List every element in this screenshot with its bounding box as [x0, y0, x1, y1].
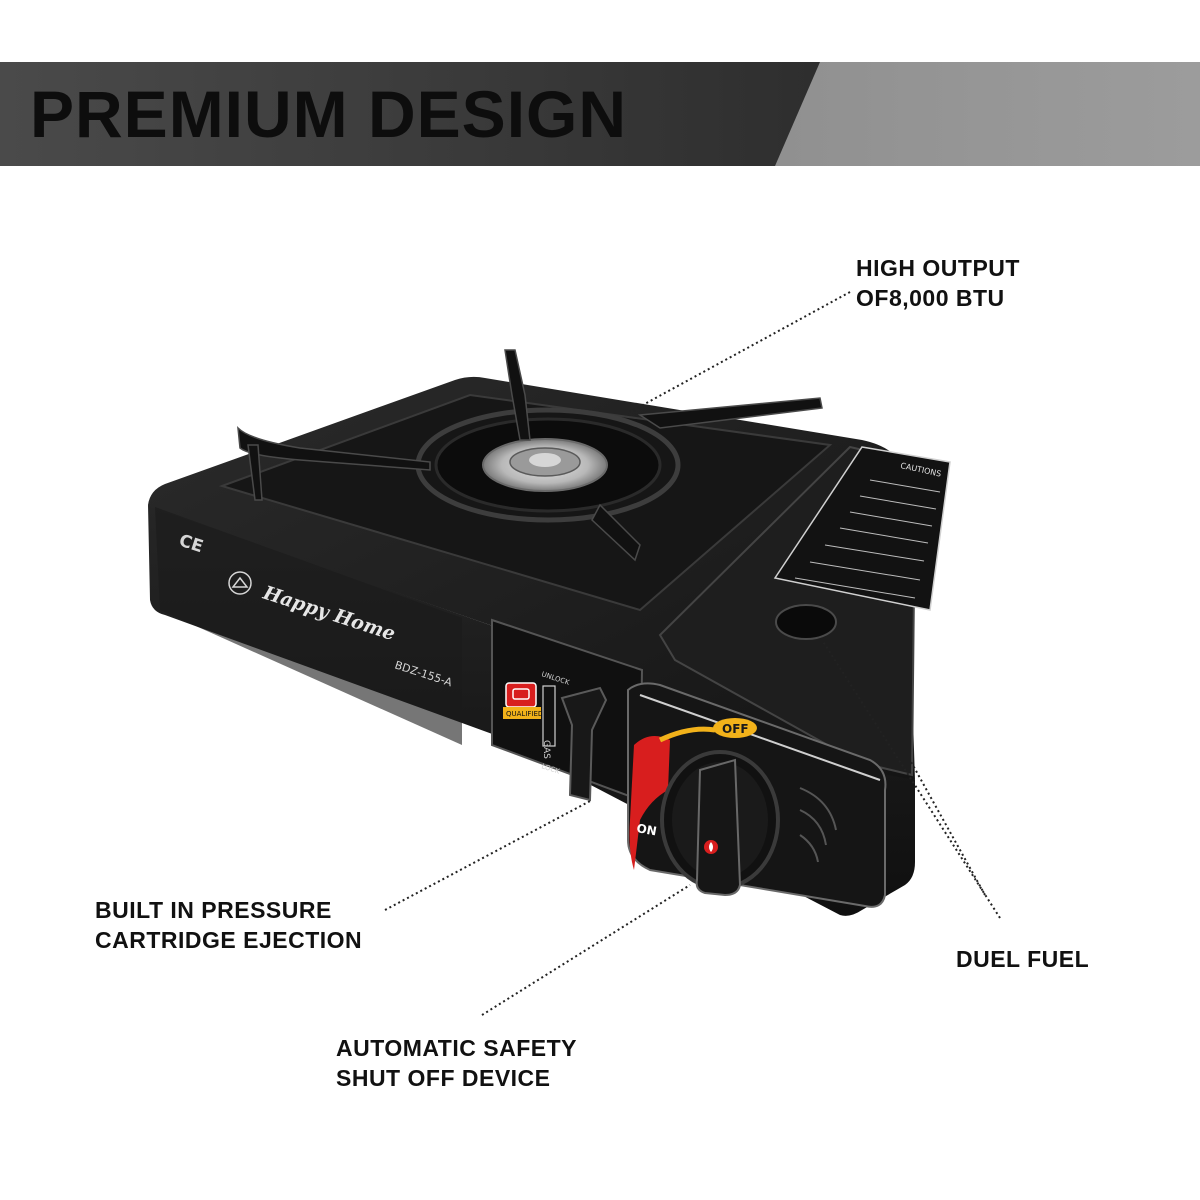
leader-high-output: [629, 291, 851, 413]
leader-fuel-1: [821, 639, 1001, 919]
house-logo-icon: [228, 571, 252, 595]
gas-label: GAS: [541, 740, 551, 759]
page-title: PREMIUM DESIGN: [30, 77, 628, 151]
callout-ejection-line2: CARTRIDGE EJECTION: [95, 927, 363, 953]
qualified-badge: [505, 682, 537, 708]
leader-fuel-2: [909, 759, 986, 896]
banner-background: [0, 62, 1200, 166]
callout-fuel-line1: DUEL FUEL: [956, 946, 1090, 972]
leader-ejection: [384, 799, 593, 911]
callout-fuel: DUEL FUEL: [956, 944, 1089, 974]
side-panel: CE Happy Home BDZ-155-A: [155, 507, 462, 745]
burner: [415, 407, 681, 523]
callout-safety-line2: SHUT OFF DEVICE: [336, 1065, 551, 1091]
on-label: ON: [635, 821, 657, 838]
control-panel: QUALIFIED UNLOCK GAS LOCK: [491, 618, 644, 802]
callout-ejection-line1: BUILT IN PRESSURE: [95, 897, 332, 923]
callout-ejection: BUILT IN PRESSURE CARTRIDGE EJECTION: [95, 895, 362, 955]
off-badge: [713, 718, 757, 738]
off-arc: [658, 726, 716, 743]
callout-high-output-line1: HIGH OUTPUT: [856, 255, 1020, 281]
cautions-text-lines: [794, 479, 941, 599]
callout-safety-line1: AUTOMATIC SAFETY: [336, 1035, 577, 1061]
off-label: OFF: [722, 722, 749, 736]
cautions-label: [773, 446, 951, 611]
qualified-label: QUALIFIED: [506, 710, 543, 718]
callout-safety: AUTOMATIC SAFETY SHUT OFF DEVICE: [336, 1033, 577, 1093]
callout-high-output-line2: OF8,000 BTU: [856, 285, 1005, 311]
callout-high-output: HIGH OUTPUT OF8,000 BTU: [856, 253, 1020, 313]
leader-lines: [384, 291, 1001, 1016]
leader-safety: [481, 884, 691, 1016]
flame-icon: [704, 840, 718, 854]
ejection-lever: [560, 686, 608, 802]
on-zone: [629, 736, 670, 870]
header-banner: PREMIUM DESIGN: [0, 62, 1200, 166]
pot-supports: [237, 349, 823, 562]
fuel-port: [775, 604, 837, 640]
knob-handle: [695, 758, 742, 897]
ignition-knob-assembly: OFF ON: [627, 682, 887, 908]
